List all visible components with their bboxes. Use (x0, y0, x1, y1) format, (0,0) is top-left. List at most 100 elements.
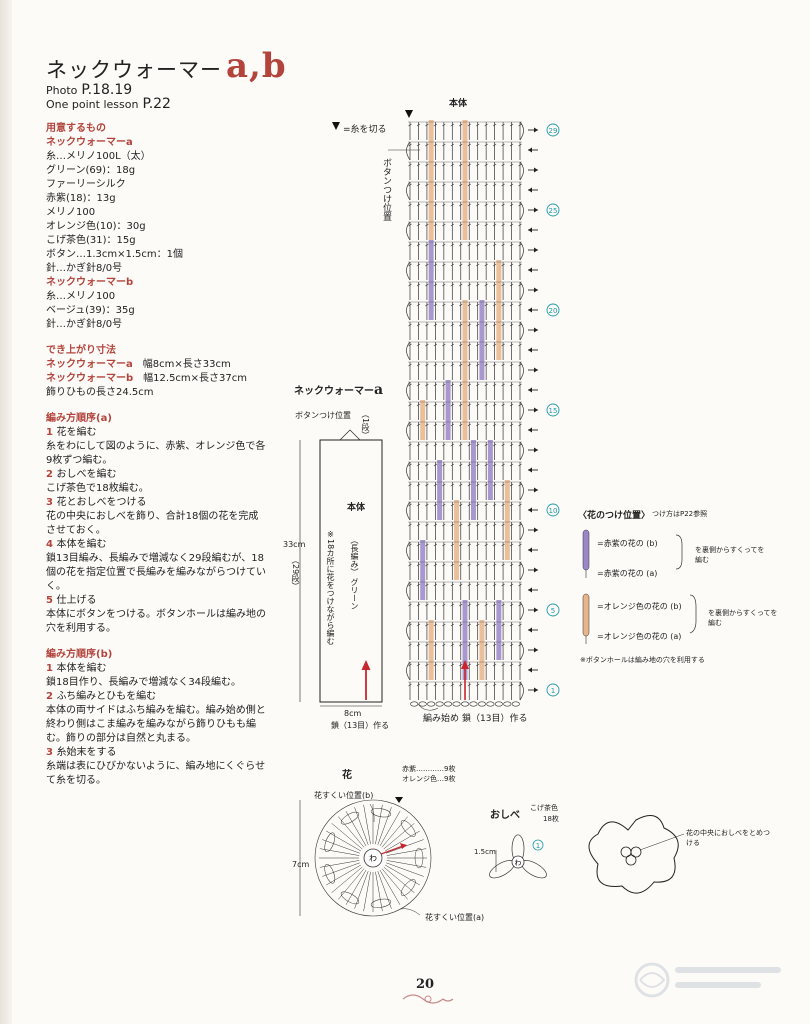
stitch-bar (518, 123, 522, 127)
stitch-bar (476, 143, 480, 147)
row-arrow-head (534, 687, 538, 693)
stitch-bar (459, 383, 463, 387)
row-arrow-head (534, 567, 538, 573)
stitch-bar (408, 223, 412, 227)
step-title-text: ふち編みとひもを編む (56, 691, 157, 702)
turning-chain (406, 221, 411, 241)
material-line: こげ茶色(31)：15g (46, 235, 136, 246)
stitch-bar (459, 143, 463, 147)
stitch-bar (492, 343, 497, 347)
stitch-bar (467, 143, 471, 147)
stitch-bar (476, 243, 480, 247)
attach-purple-a: =赤紫の花の (a) (597, 568, 657, 579)
stamen-lobe (511, 834, 525, 864)
step-title-text: 本体を編む (56, 539, 107, 550)
stitch-bar (433, 583, 438, 587)
chain-stitch (418, 701, 427, 707)
step-title-text: おしべを編む (56, 469, 117, 480)
turning-chain (406, 461, 411, 481)
stitch-bar (518, 183, 522, 187)
outline-button-label: ボタンつけ位置 (295, 411, 351, 420)
step-title: 5 仕上げる (46, 594, 266, 608)
stitch-bar (518, 263, 522, 267)
stitch-bar (442, 183, 446, 187)
flower-stitch (331, 823, 363, 850)
stitch-bar (518, 503, 522, 507)
stitch-bar (450, 543, 454, 547)
flower-stitch (338, 868, 365, 900)
stitch-bar (467, 503, 471, 507)
stitch-bar (408, 203, 412, 207)
step-title-text: 花とおしべをつける (56, 497, 147, 508)
row-arrow-head (528, 347, 532, 353)
stitch-bar (450, 143, 454, 147)
photo-label: Photo (46, 84, 78, 97)
stitch-bar (492, 123, 497, 127)
stitch-bar (509, 203, 514, 207)
stitch-bar (433, 263, 438, 267)
row-number-circle (546, 123, 560, 137)
stitch-bar (509, 223, 514, 227)
stitch-bar (492, 623, 497, 627)
outline-body-label: 本体 (347, 503, 366, 513)
stamen-center-label: わ (515, 859, 522, 867)
watermark-logo (634, 962, 781, 998)
stitch-bar (484, 583, 488, 587)
attach-purple-a-text: =赤紫の花の (597, 569, 644, 578)
attach-instr-2b: を編む (708, 609, 778, 627)
stitch-bar (408, 263, 412, 267)
row-arrow-head (534, 287, 538, 293)
flower-stitch (322, 862, 360, 877)
stamen-size: 1.5cm (474, 848, 496, 856)
stitch-bar (433, 403, 438, 407)
flower-petal-arc (324, 832, 336, 853)
row-arrow-head (528, 267, 532, 273)
stitch-bar (501, 603, 505, 607)
button-position-label: ボタンつけ位置 (381, 158, 391, 221)
stitch-bar (442, 163, 446, 167)
scoop-a-leader (399, 908, 421, 916)
stitch-bar (484, 263, 488, 267)
flower-outer-ring (314, 799, 432, 917)
stitch-bar (467, 683, 471, 687)
row-arrow-head (528, 387, 532, 393)
row-arrow-head (534, 367, 538, 373)
stitch-bar (442, 283, 446, 287)
stitch-bar (408, 323, 412, 327)
turning-chain (519, 161, 524, 181)
stitch-bar (467, 603, 471, 607)
stitch-bar (416, 683, 421, 687)
stitch-bar (484, 603, 488, 607)
stitch-bar (408, 183, 412, 187)
finished-a-size: 幅8cm×長さ33cm (142, 359, 231, 370)
row-number-label: 10 (549, 507, 558, 515)
stitch-bar (425, 223, 429, 227)
stitch-bar (416, 203, 421, 207)
chain-stitch (486, 701, 495, 707)
stitch-bar (501, 563, 505, 567)
flower-stitch (363, 804, 371, 845)
material-line: 糸…メリノ100L（太） (46, 151, 151, 162)
stitch-bar (450, 183, 454, 187)
page-ornament (402, 994, 454, 1004)
row-arrow-head (528, 147, 532, 153)
attach-purple-b: =赤紫の花の (b) (597, 538, 658, 549)
stitch-bar (408, 523, 412, 527)
stitch-bar (492, 643, 497, 647)
stitch-bar (509, 143, 514, 147)
chain-stitch (511, 701, 520, 707)
stitch-bar (467, 583, 471, 587)
material-line: 針…かぎ針8/0号 (46, 263, 123, 274)
finished-flower-center-2 (630, 846, 642, 858)
stitch-bar (416, 283, 421, 287)
stitch-bar (459, 443, 463, 447)
stitch-bar (518, 443, 522, 447)
stitch-bar (459, 303, 463, 307)
stitch-bar (476, 383, 480, 387)
stitch-bar (425, 303, 429, 307)
stitch-bar (476, 543, 480, 547)
stitch-bar (433, 563, 438, 567)
stitch-bar (476, 643, 480, 647)
step-title-text: 糸始末をする (56, 747, 117, 758)
stitch-bar (476, 423, 480, 427)
